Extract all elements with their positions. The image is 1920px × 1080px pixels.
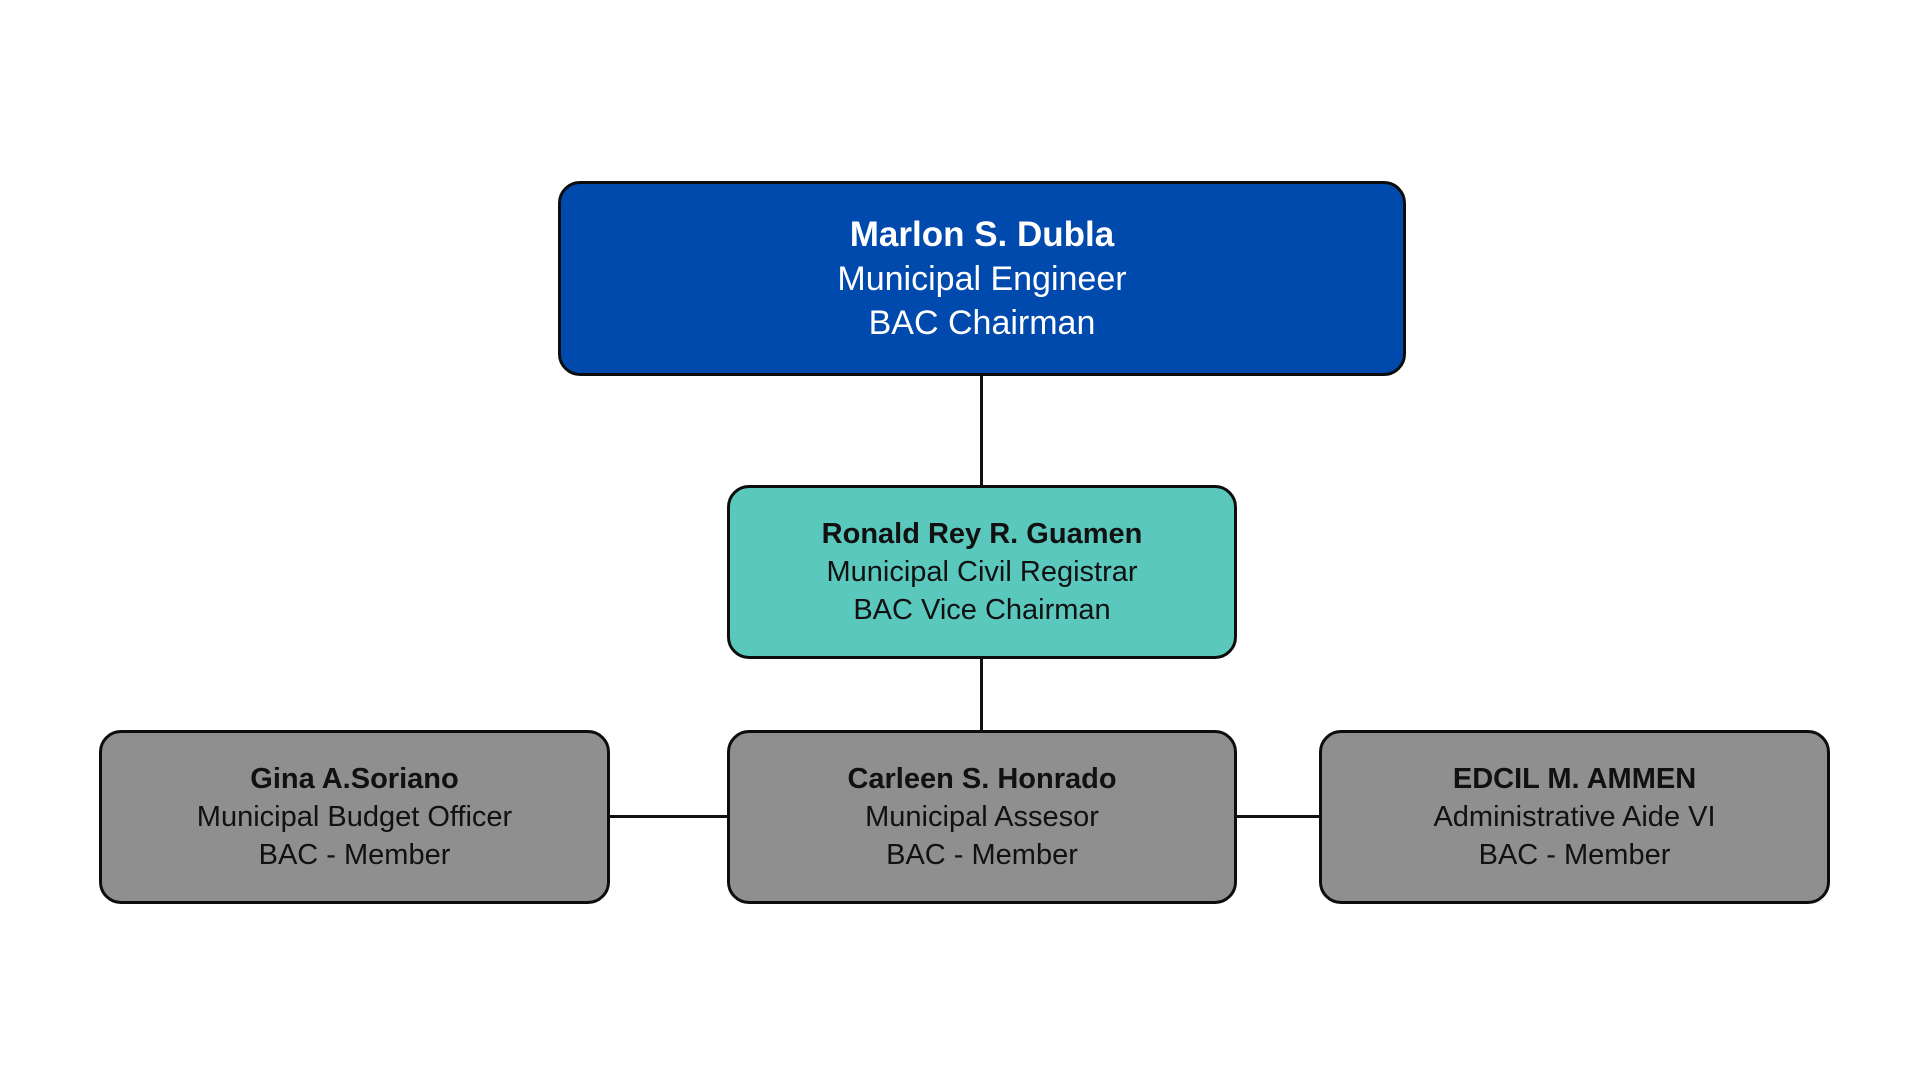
member-box-ammen: EDCIL M. AMMEN Administrative Aide VI BA… bbox=[1319, 730, 1830, 904]
chairman-role: BAC Chairman bbox=[868, 303, 1096, 342]
member-name: Gina A.Soriano bbox=[250, 763, 459, 795]
member-position: Administrative Aide VI bbox=[1433, 801, 1716, 833]
chairman-box: Marlon S. Dubla Municipal Engineer BAC C… bbox=[558, 181, 1406, 376]
connector-soriano-honrado bbox=[610, 815, 727, 818]
member-role: BAC - Member bbox=[1478, 839, 1671, 871]
member-name: EDCIL M. AMMEN bbox=[1452, 763, 1697, 795]
connector-honrado-ammen bbox=[1237, 815, 1319, 818]
member-role: BAC - Member bbox=[886, 839, 1078, 871]
vice-chairman-role: BAC Vice Chairman bbox=[853, 594, 1111, 626]
vice-chairman-name: Ronald Rey R. Guamen bbox=[821, 518, 1143, 550]
connector-vice-honrado bbox=[980, 659, 983, 730]
connector-chair-vice bbox=[980, 376, 983, 485]
chairman-name: Marlon S. Dubla bbox=[849, 214, 1115, 254]
member-name: Carleen S. Honrado bbox=[847, 763, 1117, 795]
chairman-position: Municipal Engineer bbox=[837, 259, 1127, 298]
member-role: BAC - Member bbox=[258, 839, 451, 871]
member-position: Municipal Budget Officer bbox=[196, 801, 513, 833]
vice-chairman-position: Municipal Civil Registrar bbox=[826, 556, 1138, 588]
member-box-soriano: Gina A.Soriano Municipal Budget Officer … bbox=[99, 730, 610, 904]
member-box-honrado: Carleen S. Honrado Municipal Assesor BAC… bbox=[727, 730, 1237, 904]
vice-chairman-box: Ronald Rey R. Guamen Municipal Civil Reg… bbox=[727, 485, 1237, 659]
member-position: Municipal Assesor bbox=[865, 801, 1099, 833]
